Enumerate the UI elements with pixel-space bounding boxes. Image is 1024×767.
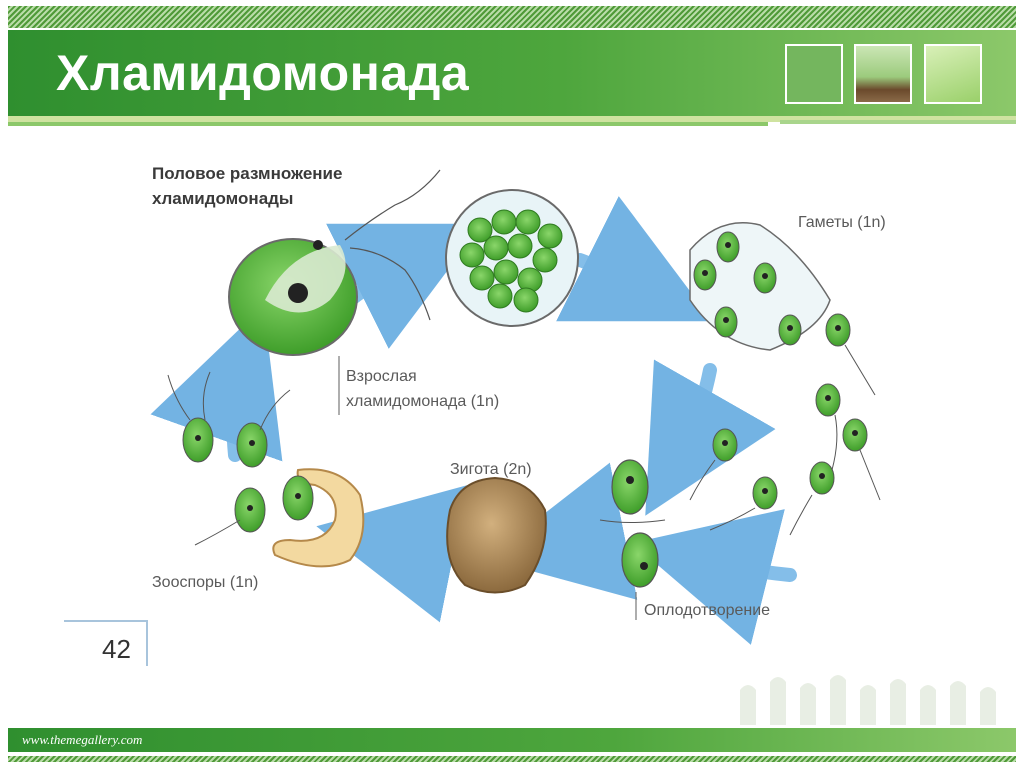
arrow-gametes-to-fusion (645, 359, 776, 516)
title-band (8, 30, 1016, 116)
label-adult-line-1: Взрослая (346, 368, 417, 385)
label-zoospores: Зооспоры (1n) (152, 574, 259, 591)
page-number-box (64, 620, 148, 666)
decor-thumb-plain (785, 44, 843, 104)
gametes-group (689, 222, 881, 536)
divider-line (8, 122, 768, 126)
divider-line (780, 120, 1016, 124)
adult-cell (228, 169, 441, 356)
arrow-zygote-to-zoospores (316, 485, 468, 623)
page-number: 42 (102, 634, 131, 664)
zygote (446, 476, 547, 594)
arrow-adult-to-division (326, 223, 483, 349)
decor-thumb-leaves (924, 44, 982, 104)
bottom-stripe (8, 756, 1016, 762)
arrow-division-to-gametes (556, 196, 713, 322)
heading-line-2: хламидомонады (152, 189, 294, 208)
footer-url[interactable]: www.themegallery.com (22, 732, 143, 747)
slide-title: Хламидомонада (56, 45, 470, 101)
decor-sprouts (740, 675, 996, 725)
dividing-cell (445, 189, 579, 327)
fusing-gametes (599, 459, 666, 588)
label-fertilization: Оплодотворение (644, 602, 771, 619)
label-zygote: Зигота (2n) (450, 461, 532, 478)
label-adult-line-2: хламидомонада (1n) (346, 393, 500, 410)
arrow-fusion-to-zygote (486, 462, 638, 600)
divider-line (8, 116, 1016, 122)
heading-line-1: Половое размножение (152, 164, 343, 183)
zoospores-group (167, 371, 365, 568)
arrow-zoospores-to-adult (150, 306, 283, 462)
decor-thumb-sprout (854, 44, 912, 104)
label-gametes: Гаметы (1n) (798, 214, 886, 231)
footer-band (8, 728, 1016, 752)
arrow-incoming-fertilization (632, 509, 797, 645)
top-stripe (8, 6, 1016, 28)
